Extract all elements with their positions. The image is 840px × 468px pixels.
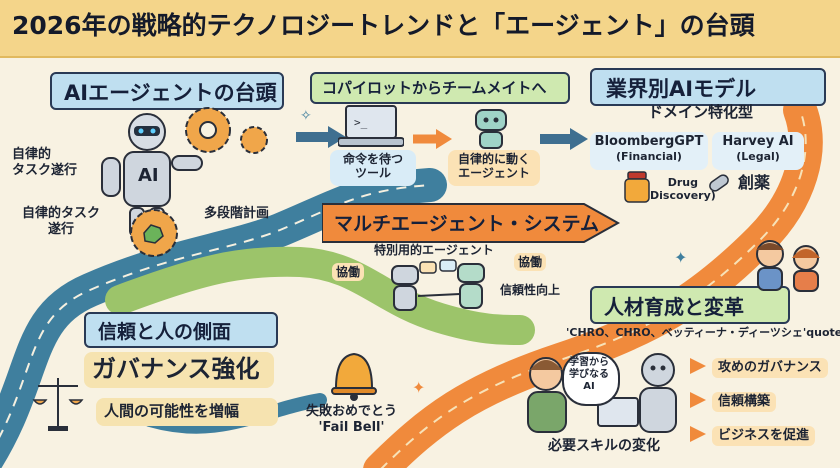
outcome-arrow-2 [690, 392, 706, 408]
chro-quote: 'CHRO、CHRO、ベッティーナ・ディーツシェ'quote [566, 326, 840, 339]
bell-icon [331, 352, 377, 401]
specialized-agents-label: 特別用的エージェント [374, 243, 494, 257]
title-band [0, 0, 840, 58]
speech-bubble [562, 352, 620, 406]
page-title: 2026年の戦略的テクノロジートレンドと「エージェント」の台頭 [12, 11, 755, 40]
medicine-bottle-icon [624, 171, 650, 203]
outcome-trust-building: 信頼構築 [712, 392, 777, 412]
model-card-bloomberg: BloombergGPT (Financial) [590, 132, 708, 170]
svg-text:>_: >_ [354, 116, 368, 129]
multi-step-label: 多段階計画 [204, 206, 270, 221]
autonomous-task2-line2: 遂行 [48, 221, 75, 237]
model-domain-bloomberg: (Financial) [616, 149, 682, 163]
augment-panel [96, 398, 278, 426]
autonomous-task-line2: タスク遂行 [12, 162, 78, 178]
multi-agent-banner-shape [322, 203, 621, 243]
collaborating-robots-illustration [391, 259, 485, 311]
learning-scene-illustration [527, 353, 677, 433]
sparkle-icon: ✦ [674, 248, 688, 267]
model-card-harvey: Harvey AI (Legal) [712, 132, 804, 170]
ai-agents-heading: AIエージェントの台頭 [64, 81, 277, 105]
autonomous-task2-line1: 自律的タスク [22, 206, 101, 221]
agent-line1: 自律的に動く [457, 152, 530, 166]
people-celebrating-illustration [756, 240, 820, 292]
multi-agent-heading: マルチエージェント・システム [334, 213, 600, 235]
drug-line1: Drug [667, 176, 699, 189]
industry-heading: 業界別AIモデル [606, 77, 757, 101]
outcome-arrow-1 [690, 358, 706, 374]
drug-discovery-jp: 創薬 [738, 173, 771, 192]
outcome-business-growth: ビジネスを促進 [712, 426, 816, 446]
robot-ai-badge: AI [138, 165, 159, 186]
arrow-1-head [328, 126, 346, 148]
gear-icon-3 [240, 126, 268, 154]
capsule-icon [709, 174, 729, 192]
tool-label: 命令を待つ ツール [330, 150, 416, 186]
model-name-harvey: Harvey AI [722, 134, 794, 149]
autonomous-task-line1: 自律的 [12, 147, 52, 162]
agent-label: 自律的に動く エージェント [448, 150, 540, 186]
drug-line2: Discovery) [650, 189, 716, 203]
domain-specific-label: ドメイン特化型 [648, 103, 754, 121]
speech-bubble-text: 学習から 学びなる AI [566, 357, 612, 393]
governance-panel [84, 352, 274, 388]
ai-agents-ribbon [50, 72, 284, 110]
tool-line2: ツール [354, 166, 391, 181]
drug-discovery-label: Drug Discovery) [650, 176, 716, 202]
laptop-icon: >_ [338, 105, 404, 147]
outcome-arrow-3 [690, 426, 706, 442]
bubble-line1: 学習から [569, 357, 609, 368]
trust-heading: 信頼と人の側面 [98, 321, 232, 343]
fail-bell-line2: 'Fail Bell' [318, 419, 385, 435]
governance-label: ガバナンス強化 [92, 355, 260, 383]
small-robot-icon [475, 109, 507, 149]
fail-bell-line1: 失敗おめでとう [306, 404, 398, 419]
skills-change-label: 必要スキルの変化 [548, 438, 660, 454]
orange-road-dashes [380, 109, 807, 468]
sparkle-icon-3: ✦ [412, 378, 426, 397]
cooperate-left: 協働 [332, 263, 365, 282]
industry-ribbon [590, 68, 826, 106]
gear-icon-2 [130, 209, 178, 257]
cooperate-right: 協働 [514, 253, 547, 272]
augment-label: 人間の可能性を増幅 [104, 402, 240, 420]
bubble-line2: 学びなる [569, 369, 609, 380]
trust-ribbon [84, 312, 278, 348]
model-domain-harvey: (Legal) [736, 149, 780, 163]
scales-icon [32, 378, 84, 431]
talent-ribbon [590, 286, 790, 324]
sparkle-icon-2: ✧ [300, 108, 312, 124]
autonomous-task-label-2: 自律的タスク 遂行 [22, 206, 100, 237]
copilot-ribbon [310, 72, 570, 104]
fail-bell-label: 失敗おめでとう 'Fail Bell' [306, 404, 397, 435]
teal-road-dashes [0, 184, 431, 439]
talent-heading: 人材育成と変革 [604, 295, 744, 319]
reliability-label: 信頼性向上 [500, 283, 561, 297]
gear-icon [185, 107, 231, 153]
agent-line2: エージェント [458, 166, 530, 181]
model-name-bloomberg: BloombergGPT [594, 134, 704, 149]
arrow-3-head [570, 128, 588, 150]
copilot-heading: コパイロットからチームメイトへ [322, 79, 547, 97]
bubble-line3: AI [583, 381, 595, 392]
arrow-2-head [436, 129, 452, 149]
tool-line1: 命令を待つ [342, 152, 403, 166]
autonomous-task-label: 自律的 タスク遂行 [12, 147, 77, 178]
outcome-offensive-governance: 攻めのガバナンス [712, 358, 828, 378]
